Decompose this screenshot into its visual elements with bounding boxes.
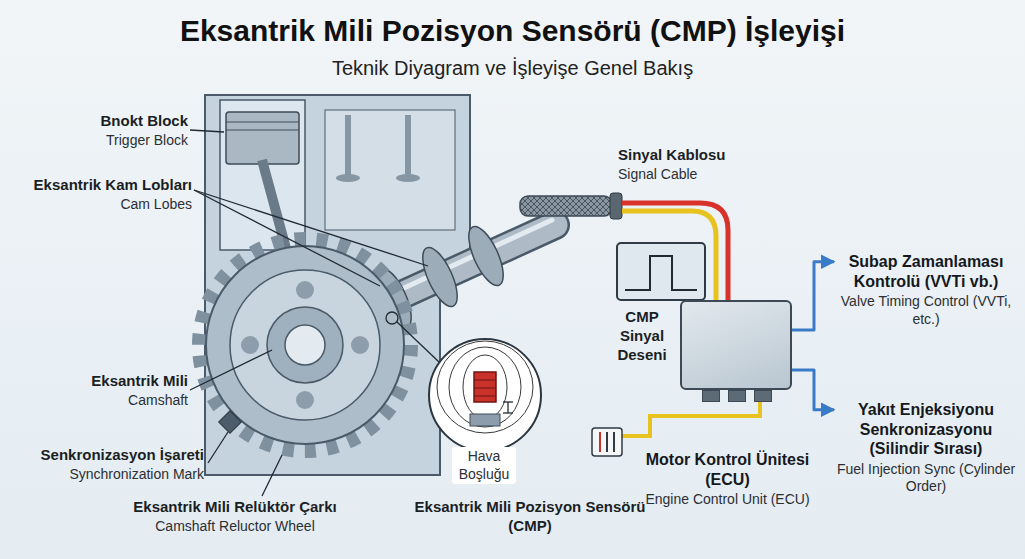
part-label: Trigger Block (60, 132, 188, 150)
part-label: Camshaft Reluctor Wheel (90, 518, 380, 536)
sensor-zoom (429, 339, 541, 451)
part-label: CMP Sinyal Deseni (610, 308, 674, 364)
ecu-pin (702, 390, 720, 402)
part-label: Synchronization Mark (4, 466, 204, 484)
output-text: Subap Zamanlaması Kontrolü (VVTi vb.)Val… (836, 252, 1016, 328)
part-label: Camshaft (20, 392, 188, 410)
output-text: Yakıt Enjeksiyonu Senkronizasyonu (Silin… (836, 400, 1016, 496)
node-subtext: Valve Timing Control (VVTi, etc.) (836, 293, 1016, 328)
ecu-connector (592, 402, 760, 456)
part-label: Hava Boşluğu (452, 447, 516, 484)
engine-block (205, 95, 470, 475)
node-subtext: Fuel Injection Sync (Cylinder Order) (836, 461, 1016, 496)
output-box: Yakıt Enjeksiyonu Senkronizasyonu (Silin… (836, 400, 1016, 496)
output-arrow (792, 262, 834, 330)
node-subtext: Engine Control Unit (ECU) (640, 491, 815, 509)
output-arrow (792, 370, 834, 410)
ecu-unit: Motor Kontrol Ünitesi (ECU) Engine Contro… (640, 300, 815, 550)
node-heading: Yakıt Enjeksiyonu Senkronizasyonu (Silin… (836, 400, 1016, 459)
part-label: Eksantrik Mili Relüktör Çarkı (90, 498, 380, 517)
diagram-subtitle: Teknik Diyagram ve İşleyişe Genel Bakış (0, 56, 1025, 81)
part-label: Bnokt Block (60, 112, 188, 131)
node-heading: Motor Kontrol Ünitesi (ECU) (640, 450, 815, 489)
ecu-box (680, 300, 792, 390)
signal-pattern-box (617, 243, 705, 300)
output-box: Subap Zamanlaması Kontrolü (VVTi vb.)Val… (836, 252, 1016, 328)
part-label: Senkronizasyon İşareti (4, 446, 204, 465)
part-label: Eksantrik Mili Pozisyon Sensörü (CMP) (405, 498, 655, 536)
part-label: Sinyal Kablosu (618, 146, 778, 165)
part-label: Cam Lobes (6, 196, 192, 214)
signal-cable (520, 193, 728, 300)
ecu-pin (728, 390, 746, 402)
part-label: Signal Cable (618, 166, 778, 184)
diagram-title: Eksantrik Mili Pozisyon Sensörü (CMP) İş… (0, 12, 1025, 50)
part-label: Eksantrik Kam Lobları (6, 176, 192, 195)
part-label: Eksantrik Mili (20, 372, 188, 391)
reluctor-wheel (199, 239, 411, 451)
ecu-pin (754, 390, 772, 402)
node-heading: Subap Zamanlaması Kontrolü (VVTi vb.) (836, 252, 1016, 291)
leader-lines (190, 130, 439, 496)
ecu-text: Motor Kontrol Ünitesi (ECU) Engine Contro… (640, 450, 815, 509)
